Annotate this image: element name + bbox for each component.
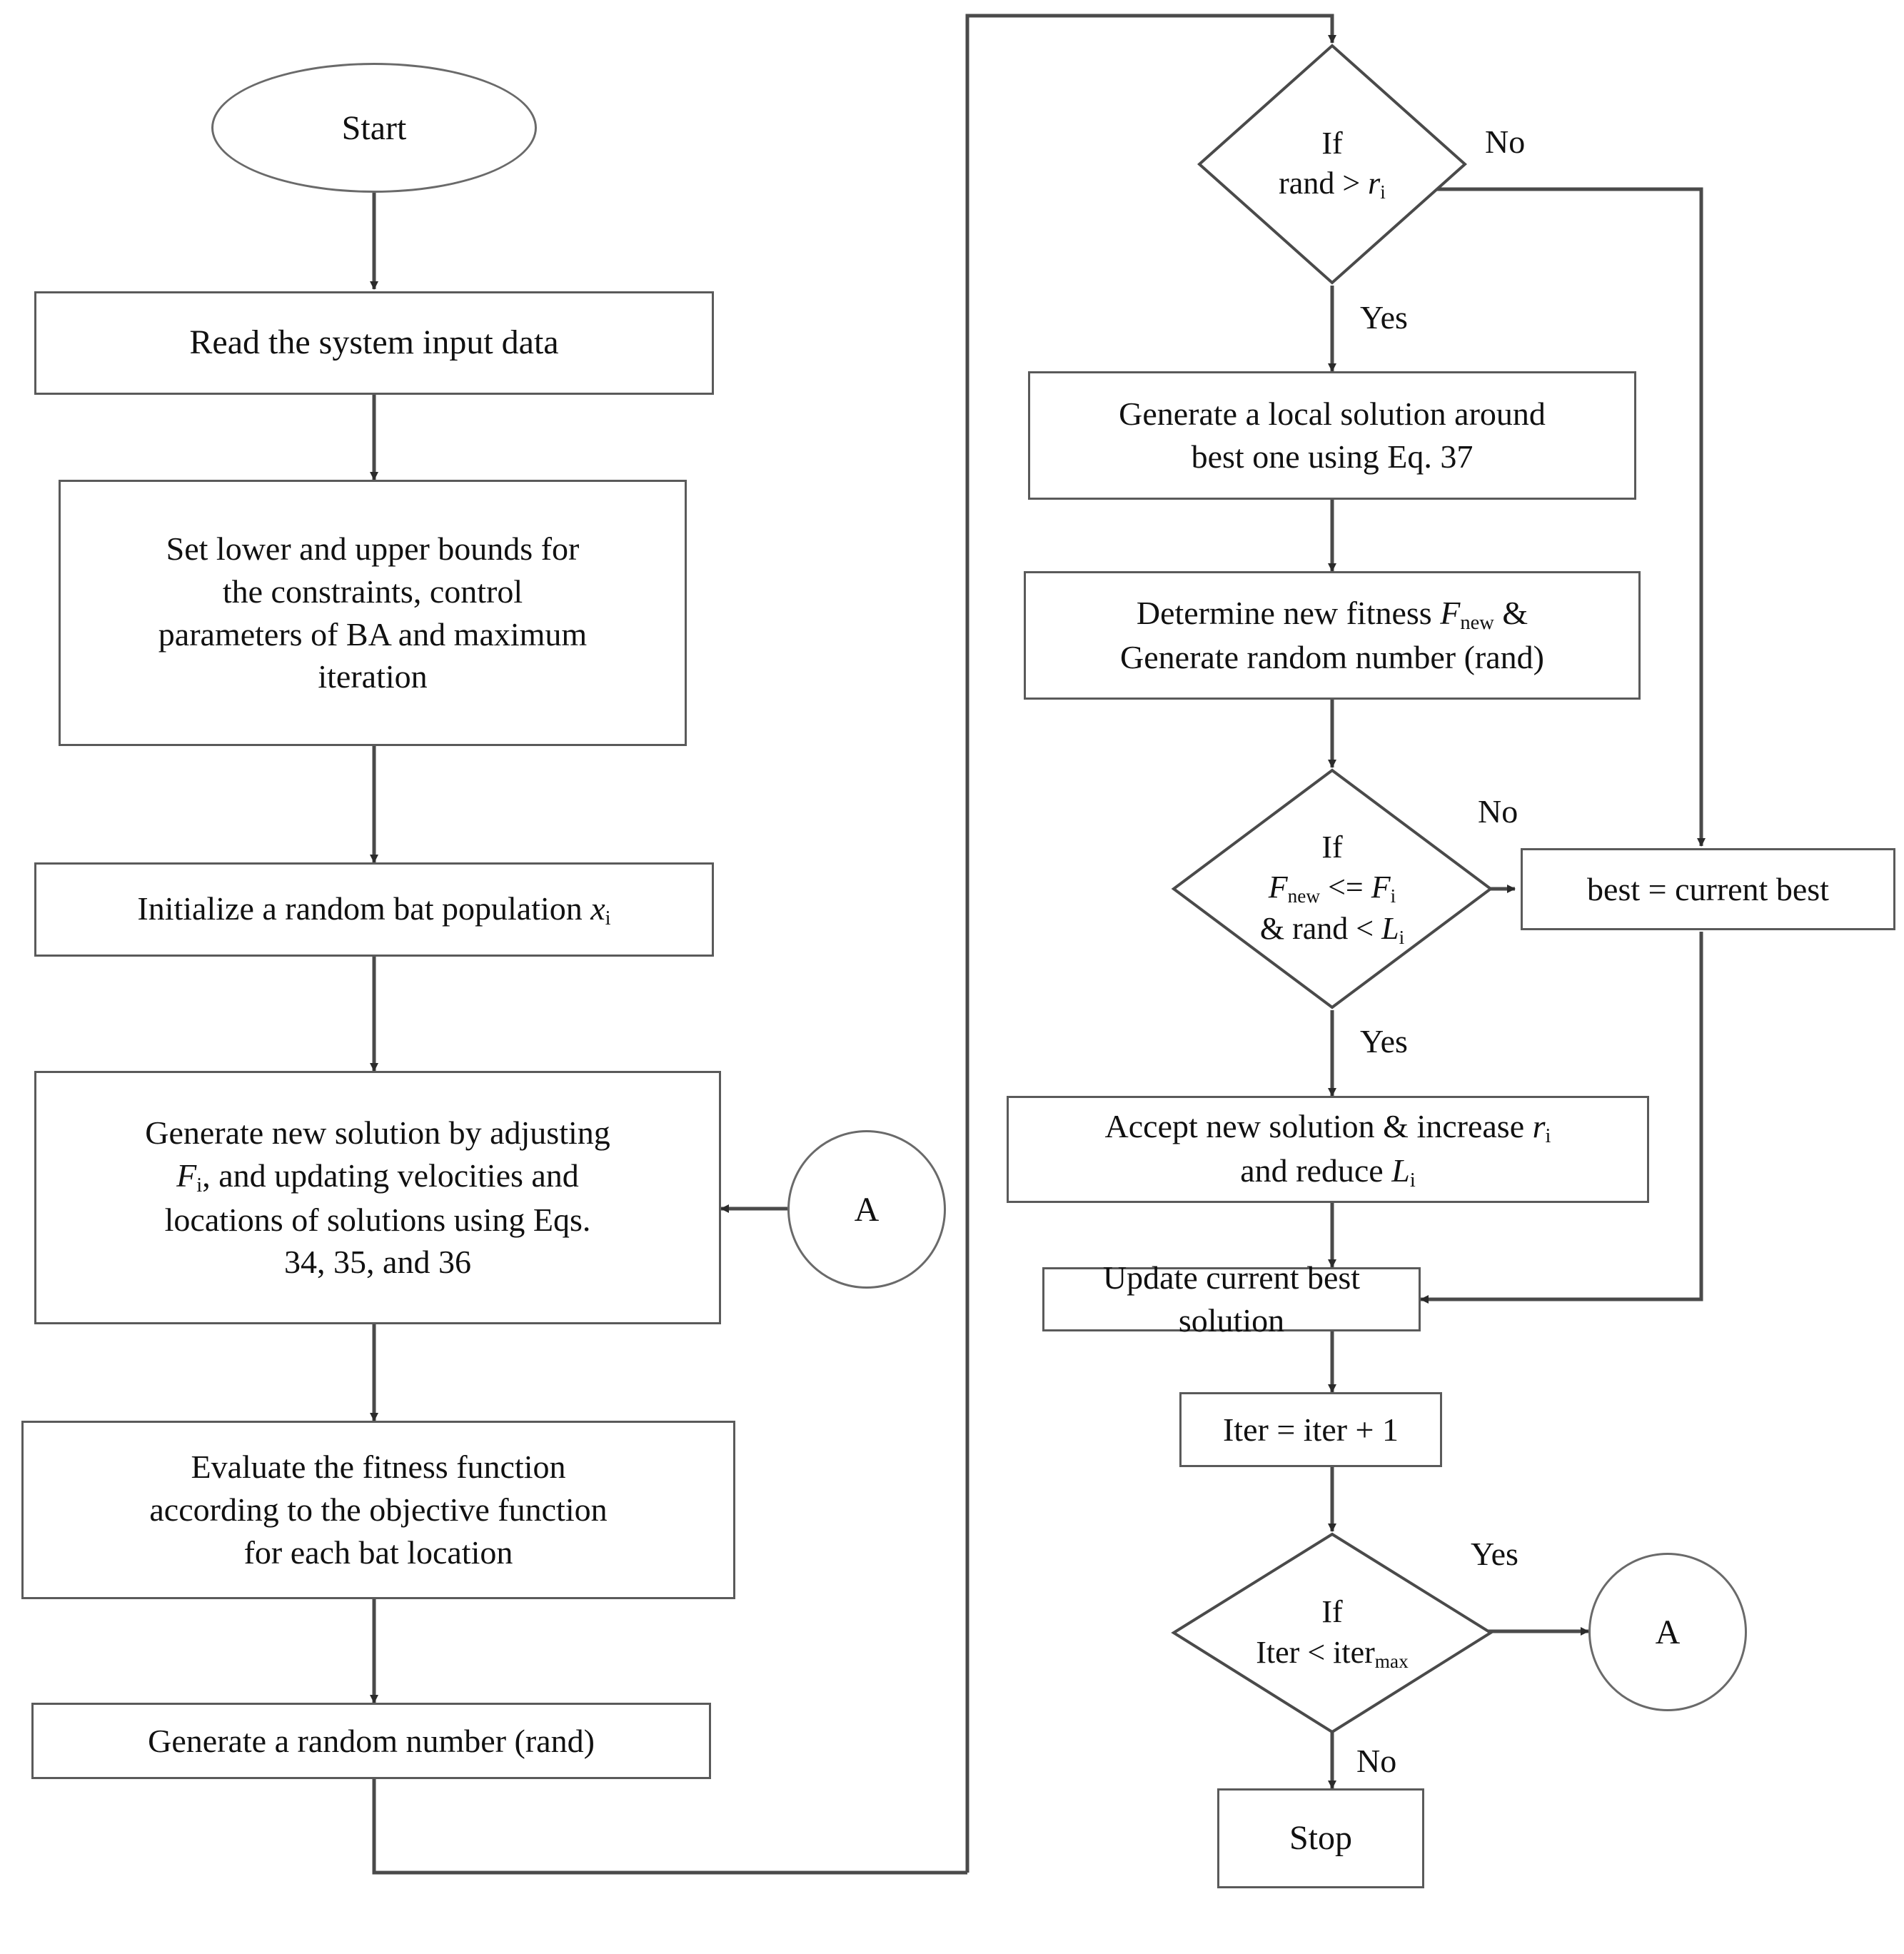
- set-bounds-line-1: Set lower and upper bounds for: [166, 530, 580, 567]
- accept-subscript-2: i: [1409, 1169, 1416, 1192]
- gen-new-line-1: Generate new solution by adjusting: [145, 1114, 610, 1151]
- node-iter-increment-label: Iter = iter + 1: [1222, 1411, 1399, 1448]
- evaluate-line-2: according to the objective function: [149, 1491, 608, 1529]
- node-generate-new-solution-label: Generate new solution by adjusting Fi, a…: [135, 1112, 620, 1284]
- gen-new-line-4: 34, 35, and 36: [284, 1244, 471, 1281]
- node-set-bounds[interactable]: Set lower and upper bounds for the const…: [59, 480, 687, 746]
- set-bounds-line-2: the constraints, control: [222, 573, 523, 610]
- accept-subscript-1: i: [1545, 1124, 1551, 1147]
- connector-a-right[interactable]: A: [1588, 1553, 1747, 1711]
- set-bounds-line-4: iteration: [318, 658, 428, 695]
- node-update-best-solution[interactable]: Update current best solution: [1042, 1259, 1421, 1339]
- node-start[interactable]: Start: [211, 63, 537, 193]
- node-best-current-best-label: best = current best: [1587, 870, 1829, 907]
- gen-new-variable: F: [176, 1157, 197, 1194]
- node-init-population-label: Initialize a random bat population xi: [127, 887, 620, 932]
- edge-label-rand-yes: Yes: [1360, 299, 1408, 336]
- edge-label-iter-no: No: [1356, 1743, 1397, 1779]
- evaluate-line-1: Evaluate the fitness function: [191, 1449, 566, 1486]
- edge-label-rand-no: No: [1485, 124, 1526, 160]
- node-read-input[interactable]: Read the system input data: [34, 291, 714, 395]
- node-generate-random[interactable]: Generate a random number (rand): [31, 1703, 711, 1779]
- node-iter-increment[interactable]: Iter = iter + 1: [1179, 1392, 1442, 1467]
- node-generate-local-solution[interactable]: Generate a local solution around best on…: [1028, 371, 1636, 500]
- node-accept-new-solution-label: Accept new solution & increase ri and re…: [1095, 1105, 1561, 1194]
- node-determine-fitness[interactable]: Determine new fitness Fnew & Generate ra…: [1024, 571, 1641, 700]
- node-if-rand-gt-r[interactable]: If rand > ri: [1197, 43, 1468, 286]
- gen-local-line-1: Generate a local solution around: [1119, 396, 1546, 433]
- node-generate-random-label: Generate a random number (rand): [148, 1722, 595, 1759]
- determine-line-2: Generate random number (rand): [1120, 639, 1544, 676]
- determine-subscript: new: [1460, 612, 1494, 635]
- node-set-bounds-label: Set lower and upper bounds for the const…: [148, 528, 597, 698]
- node-stop[interactable]: Stop: [1217, 1788, 1424, 1888]
- gen-new-subscript: i: [196, 1174, 203, 1197]
- gen-new-line-2-rest: , and updating velocities and: [202, 1157, 579, 1194]
- node-generate-new-solution[interactable]: Generate new solution by adjusting Fi, a…: [34, 1071, 721, 1324]
- determine-line-1-pre: Determine new fitness: [1136, 595, 1441, 631]
- connector-a-right-label: A: [1655, 1613, 1681, 1651]
- accept-line-1: Accept new solution & increase ri: [1105, 1105, 1551, 1149]
- edge-label-iter-yes: Yes: [1471, 1536, 1518, 1572]
- init-pop-variable: x: [590, 890, 605, 927]
- node-read-input-label: Read the system input data: [189, 323, 559, 362]
- node-determine-fitness-label: Determine new fitness Fnew & Generate ra…: [1110, 592, 1554, 679]
- node-evaluate-fitness-label: Evaluate the fitness function according …: [139, 1446, 617, 1573]
- node-generate-local-solution-label: Generate a local solution around best on…: [1109, 393, 1556, 478]
- node-best-current-best[interactable]: best = current best: [1521, 848, 1895, 930]
- determine-variable: F: [1440, 595, 1461, 631]
- connector-a-left[interactable]: A: [787, 1130, 946, 1289]
- diamond-shape-2: [1171, 768, 1494, 1009]
- determine-line-1-post: &: [1494, 595, 1528, 631]
- node-init-population[interactable]: Initialize a random bat population xi: [34, 862, 714, 957]
- node-accept-new-solution[interactable]: Accept new solution & increase ri and re…: [1007, 1096, 1649, 1203]
- accept-line-2: and reduce Li: [1105, 1149, 1551, 1194]
- diamond-shape-1: [1197, 44, 1468, 285]
- init-pop-subscript: i: [605, 907, 611, 930]
- node-start-label: Start: [341, 109, 407, 147]
- node-update-best-solution-label: Update current best solution: [1102, 1259, 1361, 1339]
- accept-line-1-pre: Accept new solution & increase: [1104, 1107, 1533, 1144]
- gen-new-line-2: Fi, and updating velocities and: [145, 1154, 610, 1199]
- gen-new-line-3: locations of solutions using Eqs.: [164, 1201, 591, 1238]
- accept-line-2-pre: and reduce: [1240, 1152, 1392, 1189]
- node-evaluate-fitness[interactable]: Evaluate the fitness function according …: [21, 1421, 735, 1599]
- node-if-fnew[interactable]: If Fnew <= Fi & rand < Li: [1171, 767, 1494, 1010]
- node-stop-label: Stop: [1289, 1818, 1353, 1857]
- determine-line-1: Determine new fitness Fnew &: [1120, 592, 1544, 636]
- node-if-iter-lt-max[interactable]: If Iter < itermax: [1171, 1531, 1494, 1735]
- accept-variable-2: L: [1391, 1152, 1410, 1189]
- edge-label-fnew-no: No: [1478, 793, 1518, 830]
- init-pop-text: Initialize a random bat population: [137, 890, 591, 927]
- edge-label-fnew-yes: Yes: [1360, 1023, 1408, 1059]
- diamond-shape-3: [1171, 1532, 1494, 1734]
- accept-variable-1: r: [1532, 1107, 1546, 1144]
- set-bounds-line-3: parameters of BA and maximum: [158, 615, 588, 653]
- gen-local-line-2: best one using Eq. 37: [1191, 438, 1474, 475]
- connector-a-left-label: A: [854, 1190, 880, 1229]
- evaluate-line-3: for each bat location: [243, 1534, 513, 1571]
